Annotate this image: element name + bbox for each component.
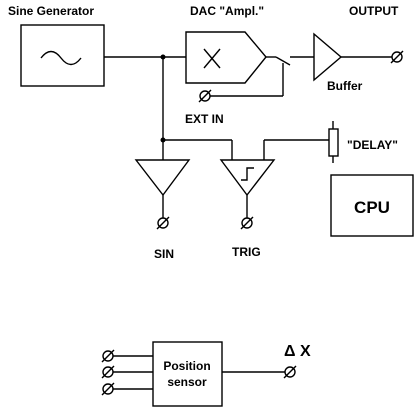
sensor-input-terminal-1-slash [101,349,115,363]
position-sensor-box [152,341,223,407]
multiply-icon-b [203,48,221,69]
ext-in-label: EXT IN [185,112,224,126]
sine-wave-icon [40,50,82,66]
sensor-input-terminal-1[interactable] [101,349,115,363]
sin-buffer-triangle [134,159,191,197]
output-terminal-slash [390,50,404,64]
position-sensor-label-line1: Position [163,359,210,373]
trig-terminal-slash [240,216,254,230]
dac-box [185,31,267,84]
trig-terminal[interactable] [240,216,254,230]
ext-in-terminal[interactable] [198,89,212,103]
sine-generator-label: Sine Generator [8,4,94,18]
sin-terminal[interactable] [156,216,170,230]
sensor-output-terminal[interactable] [283,365,297,379]
sine-generator-block [20,24,105,87]
trig-label: TRIG [232,245,261,259]
cpu-box [330,174,414,237]
sensor-input-terminal-3-slash [101,382,115,396]
buffer-triangle [313,32,343,82]
sensor-input-terminal-2-slash [101,365,115,379]
output-label: OUTPUT [349,4,399,18]
sensor-input-terminal-2[interactable] [101,365,115,379]
sine-generator-box [20,24,105,87]
cpu-label: CPU [354,198,390,217]
sin-terminal-slash [156,216,170,230]
schmitt-step-icon [241,167,254,181]
switch-blade [275,56,291,66]
sensor-input-terminal-3[interactable] [101,382,115,396]
sin-label: SIN [154,247,174,261]
dac-multiplier-block [185,31,267,84]
output-terminal[interactable] [390,50,404,64]
sensor-output-terminal-slash [283,365,297,379]
delay-resistor [328,128,339,157]
buffer-label: Buffer [327,79,363,93]
delta-x-label: Δ X [284,343,311,360]
delay-label: "DELAY" [347,138,398,152]
position-sensor-label-line2: sensor [167,375,207,389]
ext-in-terminal-slash [198,89,212,103]
dac-label: DAC "Ampl." [190,4,264,18]
